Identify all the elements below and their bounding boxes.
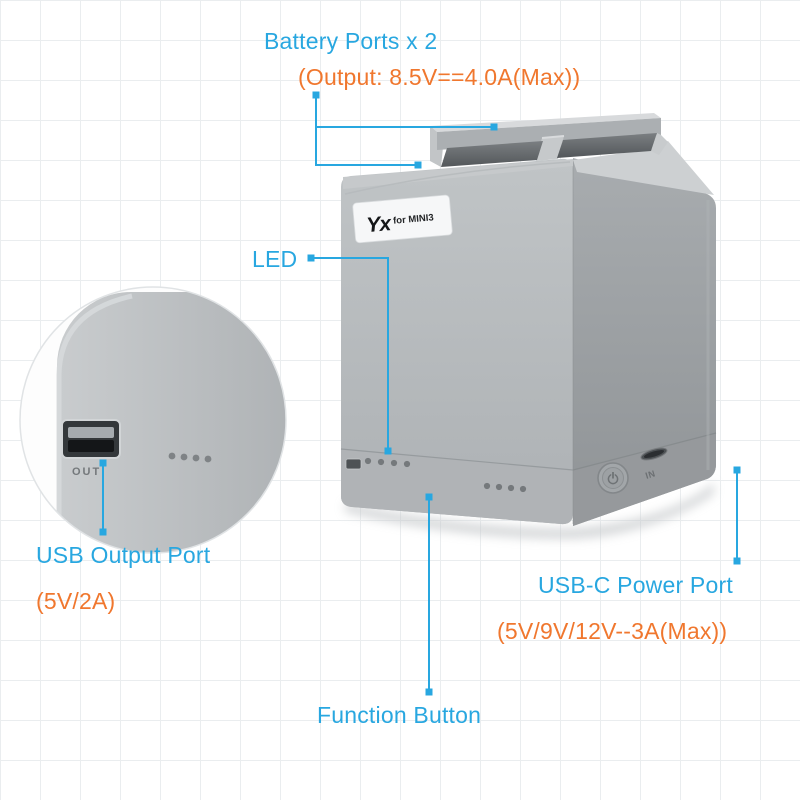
magnifier-inset: OUT (19, 286, 287, 554)
brand-label: Yx for MINI3 (352, 194, 453, 244)
usb-a-output-port (61, 419, 121, 459)
battery-bay-divider-highlight (541, 135, 565, 139)
usb-out-label: OUT (72, 466, 101, 478)
device-front-seam (340, 448, 574, 471)
battery-ports-label: Battery Ports x 2 (264, 28, 438, 54)
battery-bay-left-rim (430, 126, 443, 167)
battery-bay-divider (536, 136, 564, 161)
usb-output-label: USB Output Port (36, 542, 211, 568)
battery-ports-callout (312, 91, 498, 169)
function-button-label: Function Button (317, 702, 482, 728)
battery-slot-1 (441, 141, 543, 167)
usb-a-port-small (345, 458, 362, 470)
device-front-face (341, 158, 573, 525)
device-top-right-surface (573, 141, 714, 195)
usb-c-port (640, 447, 668, 461)
brand-logo-text: Yx (365, 212, 393, 237)
led-indicators-slot2 (483, 482, 527, 493)
device-front-lower-strip (341, 449, 573, 525)
battery-ports-spec: (Output: 8.5V==4.0A(Max)) (298, 64, 581, 90)
usb-c-in-label: IN (644, 468, 656, 480)
battery-bay-right-rim (651, 133, 668, 155)
battery-slot-2 (557, 133, 657, 158)
usbc-power-label: USB-C Power Port (538, 572, 733, 598)
battery-bay-back-wall-face (437, 118, 661, 150)
device-side-seam (572, 432, 717, 471)
device-side-face (573, 158, 716, 526)
device-shadow (345, 482, 714, 540)
led-indicators-slot1 (364, 457, 411, 468)
usb-output-callout (99, 459, 107, 536)
function-button-physical (597, 462, 629, 494)
usb-output-spec: (5V/2A) (36, 588, 116, 614)
usbc-power-spec: (5V/9V/12V--3A(Max)) (497, 618, 728, 644)
brand-model-text: for MINI3 (393, 212, 434, 227)
inset-corner-highlight (56, 293, 133, 553)
usbc-power-callout (733, 466, 741, 565)
callout-lines (99, 91, 741, 696)
charging-hub-device: Yx for MINI3 IN (340, 113, 717, 526)
device-top-rim-curve (344, 161, 571, 195)
brand-label-sticker (352, 194, 453, 244)
inset-device-body (57, 292, 286, 553)
device-side-lower-strip (573, 433, 716, 526)
usb-a-tongue (68, 427, 114, 438)
usb-a-cavity (68, 440, 114, 452)
inset-led-dots (168, 452, 212, 463)
led-label: LED (252, 246, 298, 272)
function-button-callout (425, 493, 433, 696)
led-callout (307, 254, 392, 455)
magnifier-ring (19, 286, 287, 554)
